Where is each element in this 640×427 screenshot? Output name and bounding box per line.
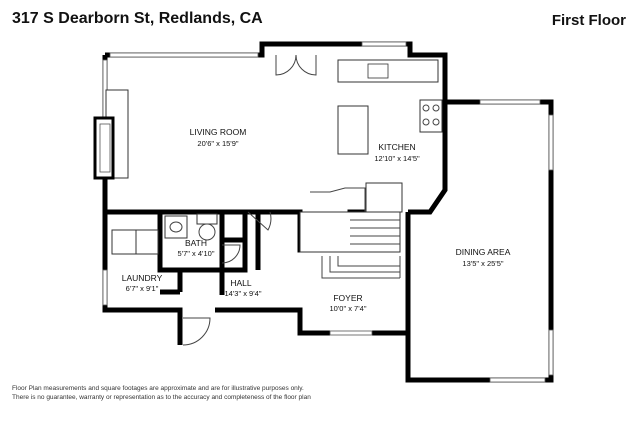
bath-fixtures: [164, 213, 218, 241]
room-dims-living: 20'6" x 15'9": [197, 139, 238, 148]
room-name-foyer: FOYER: [333, 293, 362, 303]
window-right-dining-top: [548, 114, 554, 171]
washer: [111, 229, 137, 255]
windows: [102, 41, 554, 383]
window-top-kitchen: [361, 41, 407, 47]
window-left-laundry: [102, 269, 108, 306]
room-name-laundry: LAUNDRY: [122, 273, 163, 283]
bath-sink: [164, 215, 188, 239]
property-address: 317 S Dearborn St, Redlands, CA: [12, 10, 263, 27]
room-name-living: LIVING ROOM: [190, 127, 247, 137]
room-name-dining: DINING AREA: [456, 247, 511, 257]
door-hall: [247, 211, 272, 231]
room-dims-bath: 5'7" x 4'10": [178, 249, 215, 258]
room-dims-hall: 14'3" x 9'4": [225, 289, 262, 298]
kitchen-island: [337, 105, 369, 155]
window-bottom-dining: [489, 377, 546, 383]
room-dims-laundry: 6'7" x 9'1": [126, 284, 159, 293]
room-labels: LIVING ROOM 20'6" x 15'9" KITCHEN 12'10"…: [122, 127, 511, 313]
room-name-hall: HALL: [230, 278, 252, 288]
fireplace: [93, 89, 129, 180]
dryer: [135, 229, 159, 255]
floor-label: First Floor: [551, 12, 626, 29]
stairs: [299, 211, 401, 279]
kitchen-fixtures: [310, 59, 443, 213]
room-dims-kitchen: 12'10" x 14'5": [374, 154, 420, 163]
kitchen-fridge: [365, 182, 403, 213]
window-top-living: [109, 52, 259, 58]
toilet-tank: [196, 213, 218, 225]
door-laundry-exterior: [182, 317, 211, 346]
window-foyer-door: [329, 330, 373, 336]
door-closet: [221, 244, 241, 264]
kitchen-sink: [367, 63, 389, 79]
door-living-top-left: [275, 54, 297, 76]
room-name-bath: BATH: [185, 238, 207, 248]
window-top-dining: [479, 99, 541, 105]
bath-walls: [157, 212, 248, 295]
door-living-top-right: [295, 54, 317, 76]
kitchen-counter-lower: [310, 187, 366, 212]
room-dims-foyer: 10'0" x 7'4": [330, 304, 367, 313]
room-name-kitchen: KITCHEN: [378, 142, 415, 152]
disclaimer-text: Floor Plan measurements and square foota…: [12, 385, 311, 401]
window-right-dining-bottom: [548, 329, 554, 376]
kitchen-stove: [419, 99, 443, 133]
doors: [182, 54, 317, 346]
room-dims-dining: 13'5" x 25'5": [462, 259, 503, 268]
toilet-bowl: [198, 223, 216, 241]
laundry-fixtures: [111, 229, 159, 255]
